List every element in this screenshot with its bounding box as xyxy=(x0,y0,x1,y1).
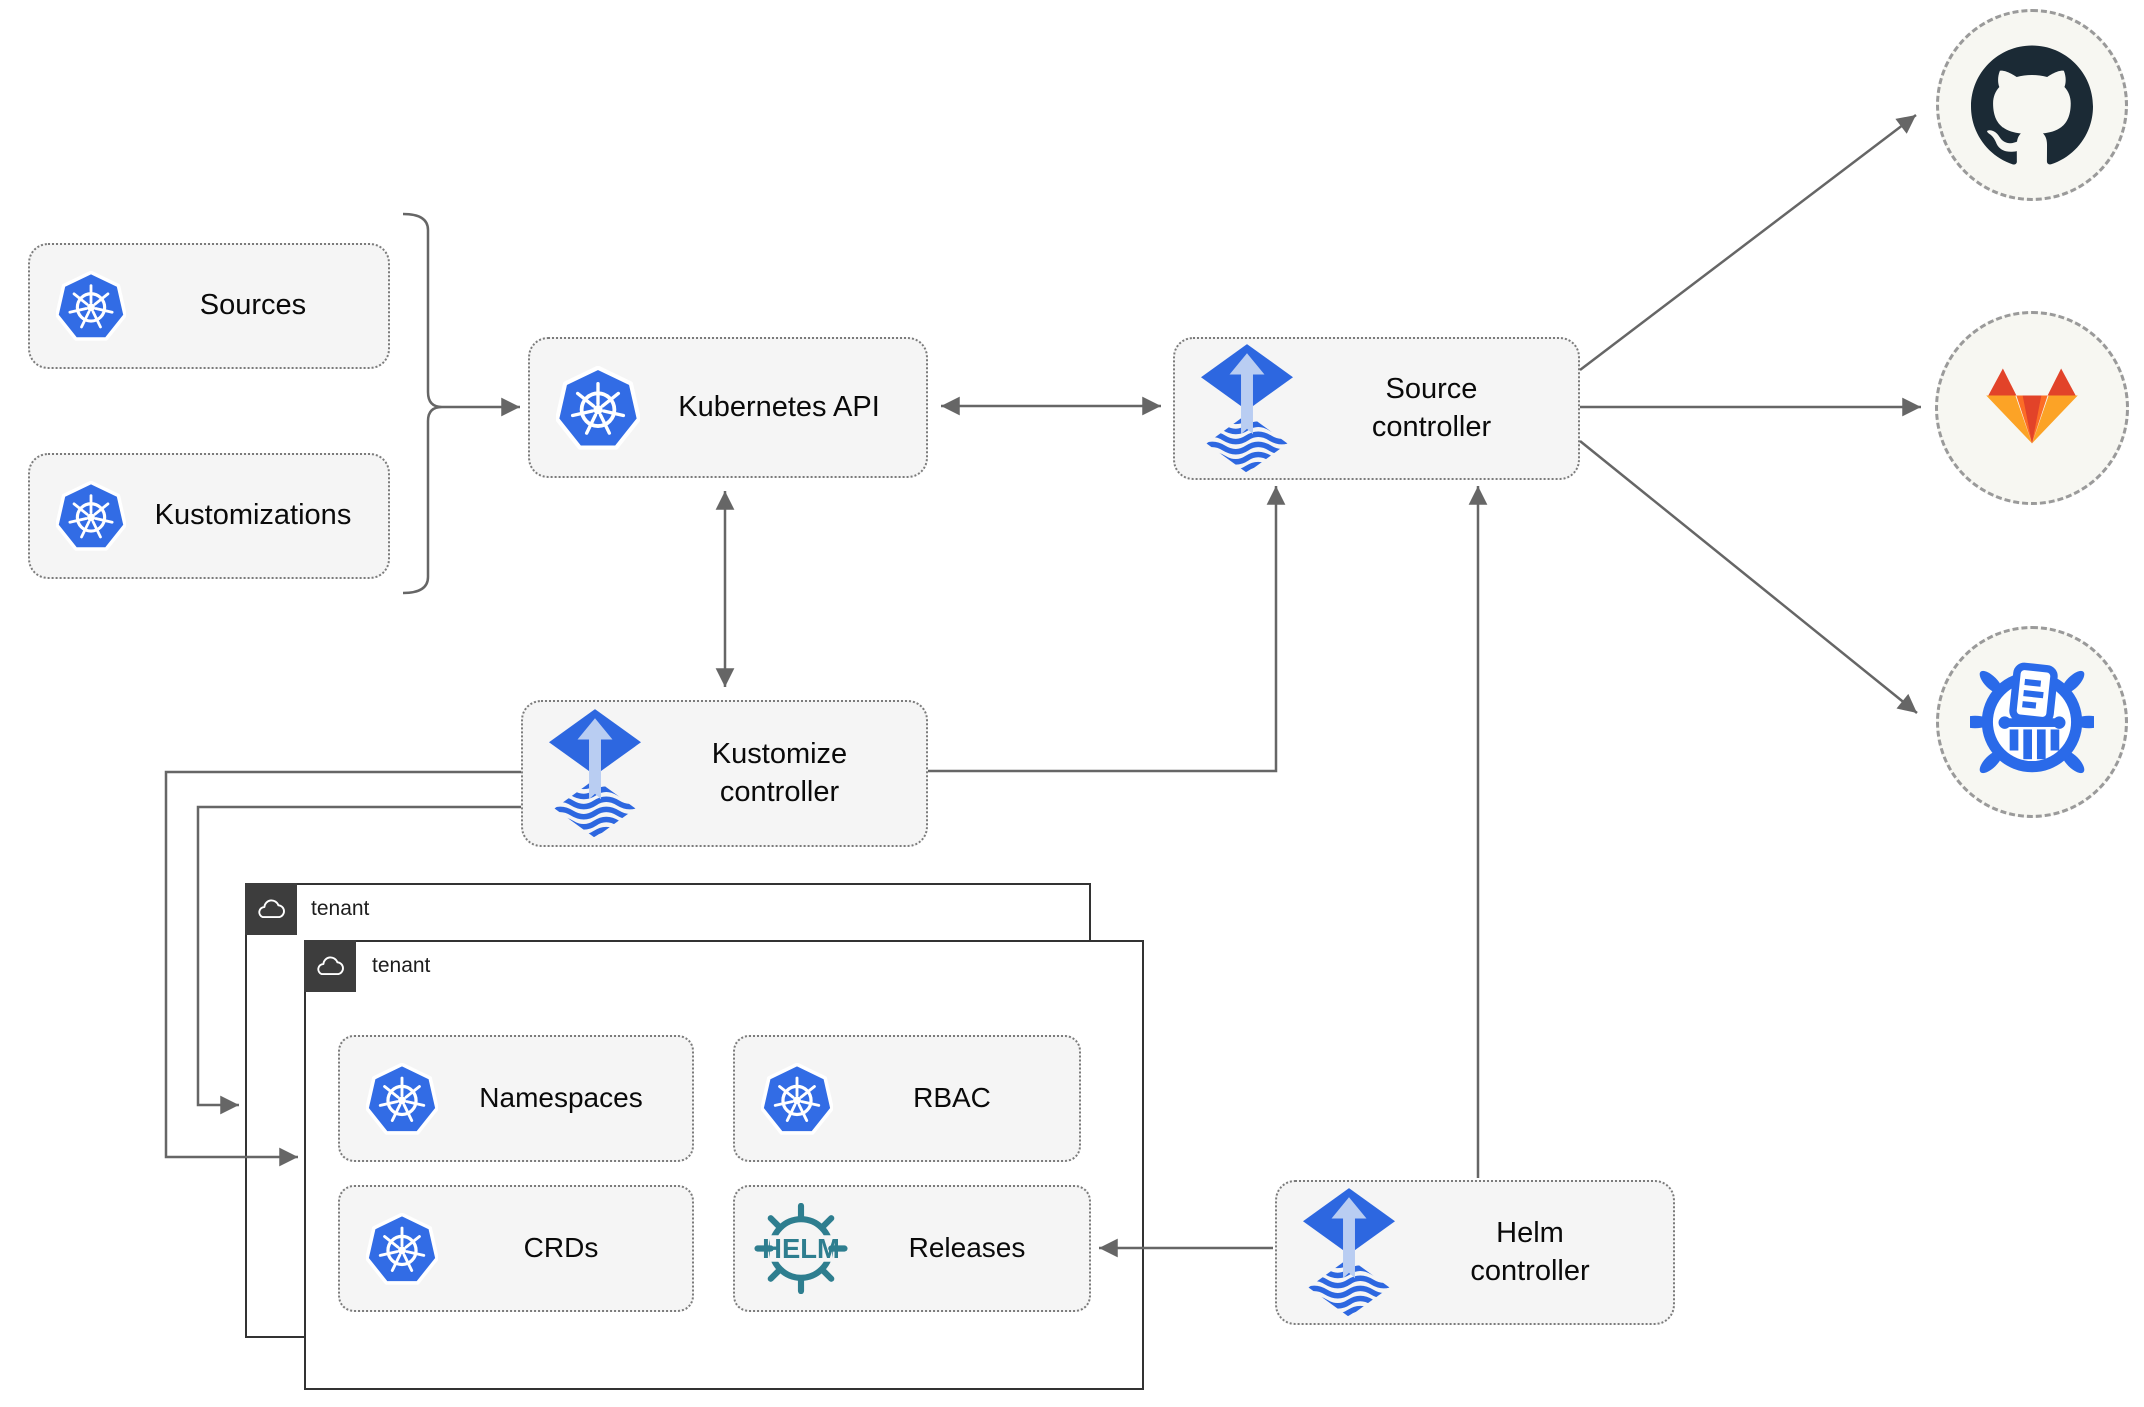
cloud-icon xyxy=(313,953,347,980)
node-helm-controller-label: Helm controller xyxy=(1470,1216,1590,1287)
node-rbac-label: RBAC xyxy=(913,1082,991,1114)
node-releases-label: Releases xyxy=(908,1232,1026,1264)
edge-kustomize-controller-to-source-controller xyxy=(928,486,1286,773)
edge-source-controller-to-harbor xyxy=(1579,440,1918,714)
cloud-icon xyxy=(254,896,288,923)
kubernetes-icon xyxy=(366,1213,438,1285)
helm-icon: HELM xyxy=(754,1203,848,1294)
kubernetes-icon xyxy=(56,481,126,551)
tenant-front-tab xyxy=(304,940,356,992)
external-harbor xyxy=(1936,626,2128,818)
node-kubernetes-api-label: Kubernetes API xyxy=(678,390,880,423)
node-helm-controller: Helm controller xyxy=(1275,1180,1675,1325)
node-source-controller: Source controller xyxy=(1173,337,1580,480)
flux-icon xyxy=(1201,344,1293,473)
node-namespaces: Namespaces xyxy=(338,1035,694,1162)
node-crds-label: CRDs xyxy=(523,1232,599,1264)
node-sources: Sources xyxy=(28,243,390,369)
node-kustomize-controller: Kustomize controller xyxy=(521,700,928,847)
external-gitlab xyxy=(1935,311,2129,505)
external-github xyxy=(1936,9,2128,201)
node-sources-label: Sources xyxy=(199,289,307,322)
helm-icon-text: HELM xyxy=(762,1233,840,1264)
harbor-registry-icon xyxy=(1970,662,2094,774)
kubernetes-icon xyxy=(556,366,640,450)
kubernetes-icon xyxy=(56,271,126,341)
node-crds: CRDs xyxy=(338,1185,694,1312)
tenant-back-label: tenant xyxy=(311,897,370,920)
gitlab-tanuki-icon xyxy=(1986,368,2078,444)
kubernetes-icon xyxy=(761,1063,833,1135)
node-kubernetes-api: Kubernetes API xyxy=(528,337,928,478)
tenant-front-label: tenant xyxy=(372,954,431,977)
tenant-back-tab xyxy=(245,883,297,935)
node-kustomizations-label: Kustomizations xyxy=(154,499,352,532)
flux-icon xyxy=(549,709,641,838)
kubernetes-icon xyxy=(366,1063,438,1135)
github-octocat-icon xyxy=(1971,45,2093,165)
node-kustomize-controller-label: Kustomize controller xyxy=(711,737,848,808)
tenant-box-front xyxy=(304,940,1144,1390)
node-rbac: RBAC xyxy=(733,1035,1081,1162)
node-source-controller-label: Source controller xyxy=(1371,372,1492,443)
node-releases: HELM Releases xyxy=(733,1185,1091,1312)
edge-source-controller-to-github xyxy=(1579,114,1917,371)
edge-brace-sources-kustomizations xyxy=(402,212,443,595)
flux-icon xyxy=(1303,1188,1395,1317)
node-kustomizations: Kustomizations xyxy=(28,453,390,579)
node-namespaces-label: Namespaces xyxy=(479,1082,643,1114)
